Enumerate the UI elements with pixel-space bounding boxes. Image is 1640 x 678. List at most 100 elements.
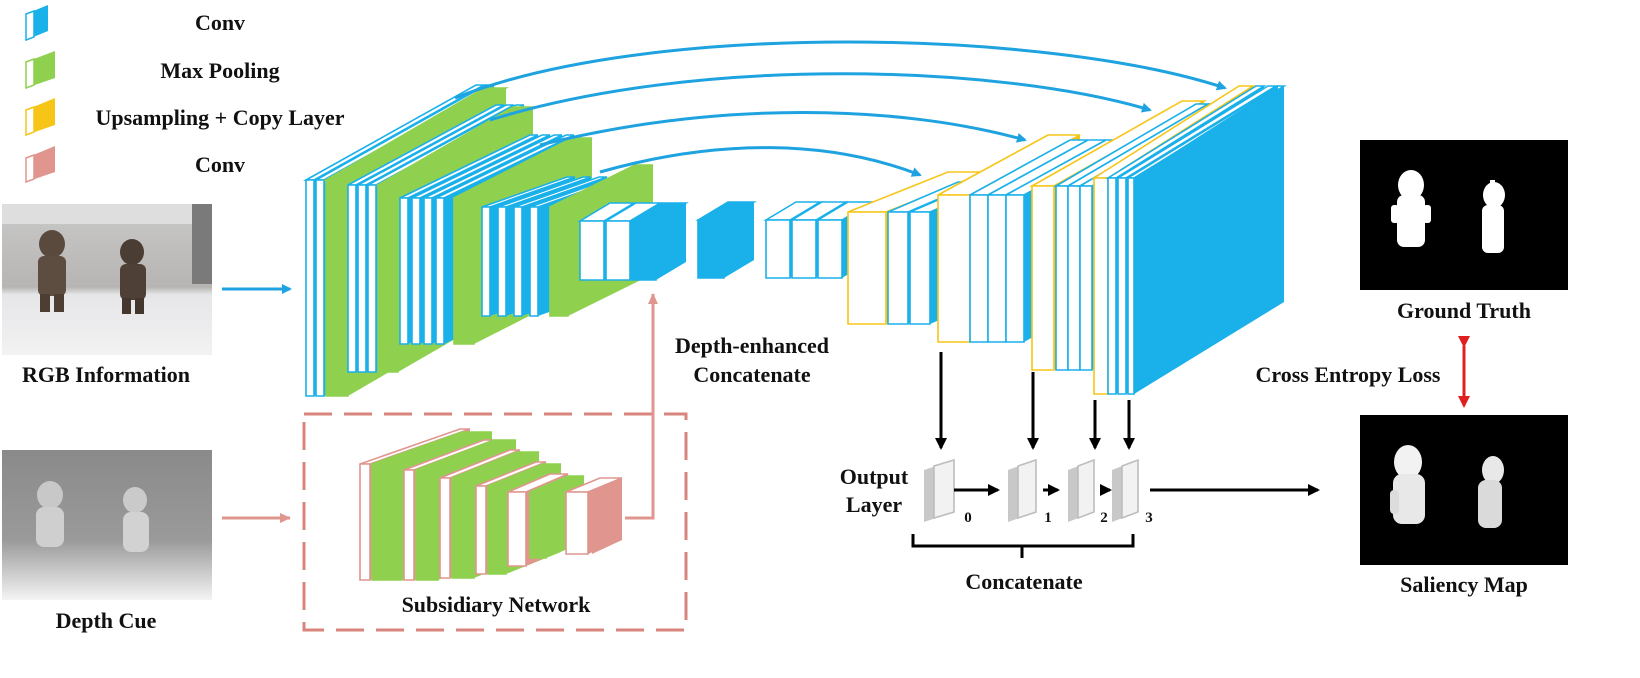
output-index-2: 2 — [1100, 510, 1108, 526]
subsidiary-block-6-front — [475, 485, 487, 575]
depth-enhanced-arrow — [625, 293, 658, 520]
output-layer-1-side — [1017, 458, 1037, 520]
skip-connections — [454, 40, 1227, 177]
encoder-block-7-front — [399, 197, 409, 345]
decoder-block-13-front — [1117, 177, 1127, 395]
legend: Conv Max Pooling Upsampling + Copy Layer… — [25, 5, 345, 184]
saliency-map-label: Saliency Map — [1400, 572, 1528, 597]
rgb-input-image — [2, 204, 212, 355]
encoder-block-16-front — [549, 206, 569, 317]
decoder-block-7-front — [1031, 185, 1055, 371]
decoder-block-14-front — [1127, 177, 1135, 395]
output-layer-3-side — [1121, 458, 1139, 520]
decoder-block-6-front — [1005, 194, 1025, 343]
output-layer-label-line2: Layer — [846, 492, 902, 517]
concatenate-label: Concatenate — [965, 569, 1083, 594]
encoder-block-11-front — [453, 197, 475, 345]
encoder-block-1-front — [315, 179, 325, 397]
max-pooling-block-icon — [25, 51, 55, 90]
output-index-1: 1 — [1044, 510, 1052, 526]
decoder-final-face — [1134, 86, 1278, 394]
legend-max-pooling-label: Max Pooling — [160, 58, 279, 83]
subsidiary-network-box — [302, 412, 688, 632]
decoder-block-12-front — [1107, 177, 1117, 395]
depth-cue-label: Depth Cue — [56, 608, 157, 633]
decoder-blocks — [847, 85, 1287, 395]
encoder-block-19-side — [656, 203, 686, 280]
saliency-map-image — [1360, 415, 1568, 565]
subsidiary-block-10-front — [565, 491, 589, 555]
subsidiary-block-1-front — [371, 463, 403, 581]
decoder-block-0-front — [847, 211, 887, 325]
output-layer-1 — [1008, 458, 1037, 522]
encoder-block-23-front — [817, 219, 843, 279]
encoder-block-12-front — [481, 206, 491, 317]
decoder-block-1-front — [887, 211, 909, 325]
decoder-block-2-front — [909, 211, 931, 325]
output-layers — [924, 458, 1139, 522]
skip-arrow-1 — [454, 40, 1227, 100]
encoder-block-5-front — [367, 184, 377, 373]
decoder-block-9-front — [1067, 185, 1081, 371]
decoder-block-8-front — [1055, 185, 1069, 371]
encoder-block-22-front — [791, 219, 817, 279]
subsidiary-block-3-front — [415, 469, 439, 581]
encoder-block-9-front — [423, 197, 433, 345]
output-layer-2-side — [1077, 458, 1095, 520]
subsidiary-network-label: Subsidiary Network — [402, 592, 592, 617]
encoder-block-3-front — [347, 184, 357, 373]
concatenate-brace — [911, 534, 1135, 558]
subsidiary-final-face — [592, 478, 622, 554]
output-layer-label-line1: Output — [840, 464, 909, 489]
skip-arrow-4 — [599, 146, 922, 177]
subsidiary-block-5-front — [451, 477, 475, 579]
decoder-block-11-front — [1093, 177, 1109, 395]
output-index-3: 3 — [1145, 510, 1153, 526]
decoder-block-4-front — [969, 194, 989, 343]
output-layer-3 — [1112, 458, 1139, 522]
output-index-0: 0 — [964, 510, 972, 526]
encoder-block-14-front — [513, 206, 523, 317]
encoder-block-6-front — [377, 184, 399, 373]
decoder-block-10-front — [1079, 185, 1093, 371]
encoder-blocks — [302, 84, 875, 397]
encoder-block-15-front — [529, 206, 539, 317]
encoder-block-20 — [695, 201, 757, 279]
upsampling-block-icon — [25, 98, 55, 137]
encoder-block-21-front — [765, 219, 791, 279]
encoder-block-19-front — [631, 220, 657, 281]
skip-arrow-3 — [539, 111, 1027, 147]
subsidiary-block-8-front — [507, 491, 527, 567]
encoder-block-8-front — [411, 197, 421, 345]
depth-enhanced-label-line1: Depth-enhanced — [675, 333, 829, 358]
encoder-block-20-front — [697, 219, 725, 279]
encoder-block-19 — [629, 202, 689, 281]
encoder-block-0-front — [305, 179, 315, 397]
subsidiary-blocks — [359, 428, 623, 581]
ground-truth-image — [1360, 140, 1568, 290]
output-layer-0-side — [933, 458, 955, 520]
depth-input-image — [2, 450, 212, 600]
output-layer-2 — [1068, 458, 1095, 522]
subsidiary-block-9-front — [529, 491, 547, 559]
subsidiary-block-0-front — [359, 463, 371, 581]
encoder-block-10-front — [435, 197, 445, 345]
rgb-information-label: RGB Information — [22, 362, 190, 387]
cross-entropy-loss-label: Cross Entropy Loss — [1255, 362, 1440, 387]
output-layer-0 — [924, 458, 955, 522]
ground-truth-label: Ground Truth — [1397, 298, 1531, 323]
encoder-block-4-front — [357, 184, 367, 373]
legend-conv-label: Conv — [195, 10, 245, 35]
output-down-arrows — [935, 352, 1135, 450]
encoder-block-13-front — [497, 206, 507, 317]
depth-enhanced-label-line2: Concatenate — [693, 362, 811, 387]
subsidiary-block-7-front — [487, 485, 507, 575]
depth-conv-block-icon — [25, 146, 55, 184]
legend-upsampling-label: Upsampling + Copy Layer — [95, 105, 344, 130]
encoder-block-20-side — [724, 202, 754, 278]
encoder-block-17-front — [579, 220, 605, 281]
decoder-block-3-front — [937, 194, 971, 343]
encoder-block-18-front — [605, 220, 631, 281]
subsidiary-block-2-front — [403, 469, 415, 581]
